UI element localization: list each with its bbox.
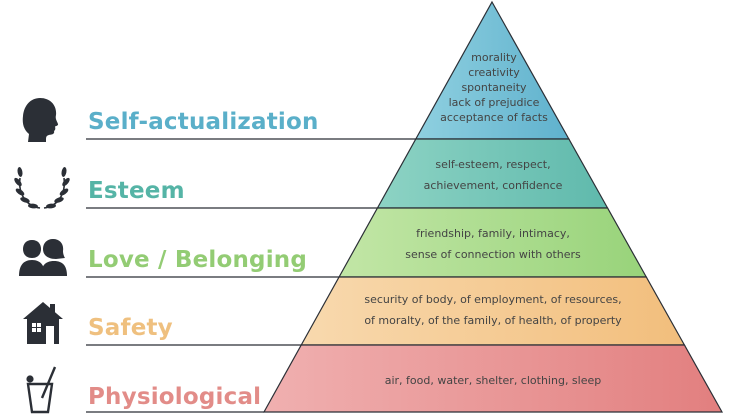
description-line: sense of connection with others: [405, 248, 581, 261]
tier-description-physiological: air, food, water, shelter, clothing, sle…: [333, 373, 653, 388]
level-label-safety: Safety: [88, 315, 173, 341]
description-line: morality: [471, 51, 517, 64]
description-line: friendship, family, intimacy,: [416, 227, 570, 240]
description-line: lack of prejudice: [448, 96, 540, 109]
tier-description-love-belonging: friendship, family, intimacy, sense of c…: [363, 223, 623, 265]
house-icon: [23, 302, 63, 344]
description-line: spontaneity: [461, 81, 527, 94]
tier-description-safety: security of body, of employment, of reso…: [333, 289, 653, 331]
drink-glass-icon: [26, 366, 57, 414]
description-line: self-esteem, respect,: [435, 158, 551, 171]
tier-description-self-actualization: morality creativity spontaneity lack of …: [419, 50, 569, 125]
couple-icon: [19, 239, 67, 276]
laurel-wreath-icon: [14, 167, 70, 209]
description-line: creativity: [468, 66, 520, 79]
description-line: achievement, confidence: [423, 179, 563, 192]
description-line: air, food, water, shelter, clothing, sle…: [384, 374, 602, 387]
tier-physiological: [262, 344, 724, 413]
level-label-esteem: Esteem: [88, 178, 185, 204]
level-label-love-belonging: Love / Belonging: [88, 247, 308, 273]
description-line: of moralty, of the family, of health, of…: [364, 314, 622, 327]
head-icon: [22, 98, 59, 142]
level-label-self-actualization: Self-actualization: [88, 109, 319, 135]
description-line: acceptance of facts: [440, 111, 548, 124]
level-label-physiological: Physiological: [88, 384, 262, 410]
description-line: security of body, of employment, of reso…: [364, 293, 622, 306]
tier-description-esteem: self-esteem, respect, achievement, confi…: [393, 154, 593, 196]
